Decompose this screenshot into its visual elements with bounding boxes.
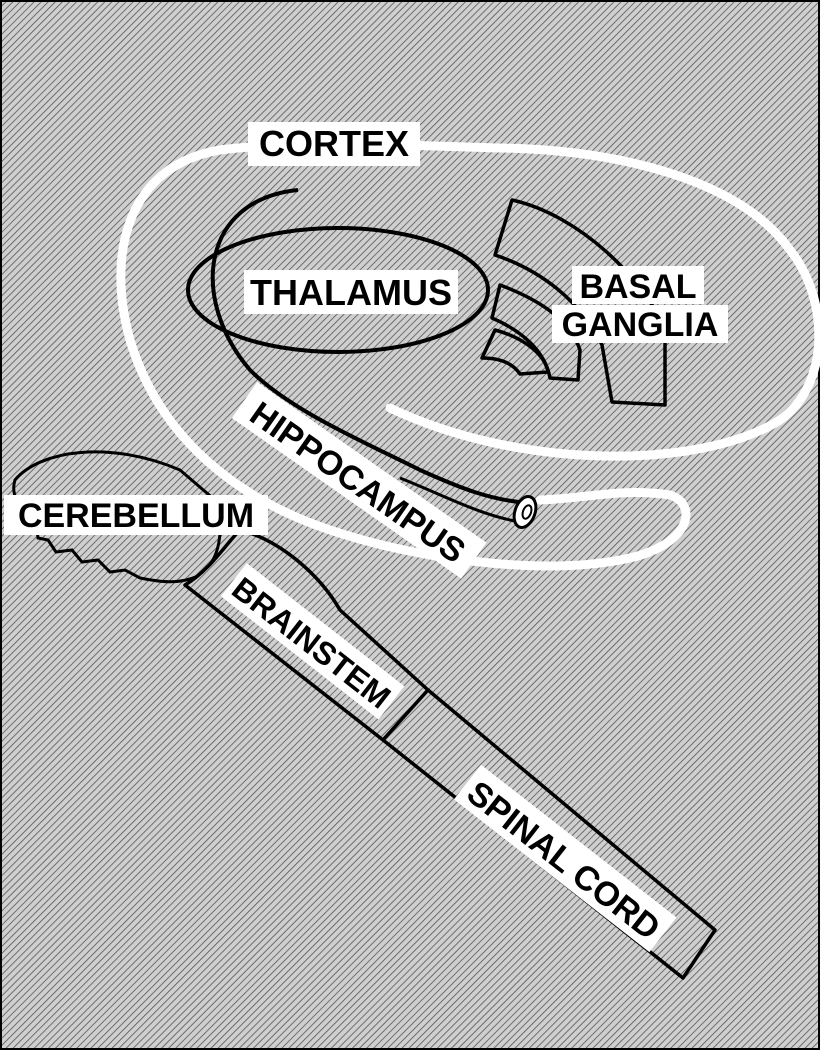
basal-ganglia-label-group: BASAL GANGLIA xyxy=(552,266,728,344)
thalamus-label: THALAMUS xyxy=(250,272,452,313)
cerebellum-label-group: CEREBELLUM xyxy=(4,495,268,535)
basal-ganglia-label-line1: BASAL xyxy=(579,268,696,306)
thalamus-label-group: THALAMUS xyxy=(244,270,458,314)
basal-ganglia-label-line2: GANGLIA xyxy=(562,306,719,344)
cerebellum-label: CEREBELLUM xyxy=(18,497,254,535)
cortex-label: CORTEX xyxy=(259,123,409,164)
cortex-label-group: CORTEX xyxy=(248,122,420,166)
